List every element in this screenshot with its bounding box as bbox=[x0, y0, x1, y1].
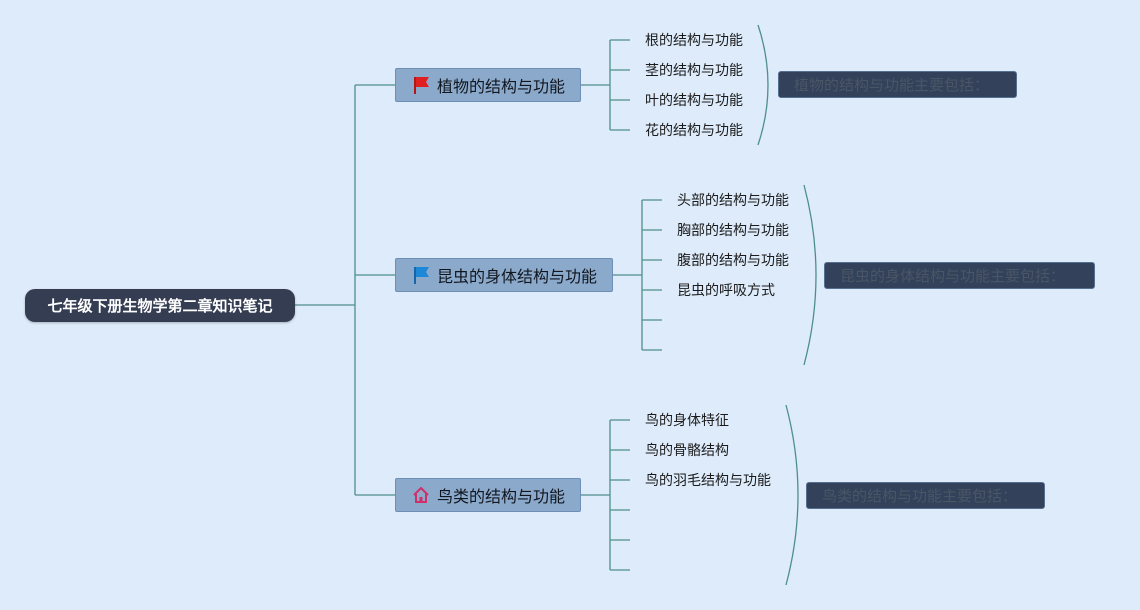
summary-plant[interactable]: 植物的结构与功能主要包括： bbox=[778, 71, 1017, 98]
leaf-bird-body-features[interactable]: 鸟的身体特征 bbox=[645, 413, 729, 429]
blue-flag-icon bbox=[411, 265, 431, 285]
brace-2 bbox=[803, 184, 817, 366]
leaf-leaf-structure[interactable]: 叶的结构与功能 bbox=[645, 93, 743, 109]
brace-1 bbox=[757, 24, 769, 146]
summary-label: 植物的结构与功能主要包括： bbox=[794, 76, 990, 94]
summary-bird[interactable]: 鸟类的结构与功能主要包括： bbox=[806, 482, 1045, 509]
leaf-bird-feathers[interactable]: 鸟的羽毛结构与功能 bbox=[645, 473, 771, 489]
home-icon bbox=[411, 485, 431, 505]
red-flag-icon bbox=[411, 75, 431, 95]
leaf-connector-2 bbox=[612, 199, 662, 351]
leaf-abdomen-structure[interactable]: 腹部的结构与功能 bbox=[677, 253, 789, 269]
branch-label: 鸟类的结构与功能 bbox=[436, 487, 565, 506]
branch-insect-structure[interactable]: 昆虫的身体结构与功能 bbox=[395, 258, 613, 292]
root-topic-label: 七年级下册生物学第二章知识笔记 bbox=[47, 297, 273, 315]
leaf-insect-respiration[interactable]: 昆虫的呼吸方式 bbox=[677, 283, 775, 299]
brace-3 bbox=[785, 404, 799, 586]
summary-label: 鸟类的结构与功能主要包括： bbox=[822, 487, 1018, 505]
summary-label: 昆虫的身体结构与功能主要包括： bbox=[840, 267, 1066, 285]
branch-bird-structure[interactable]: 鸟类的结构与功能 bbox=[395, 478, 581, 512]
leaf-connector-3 bbox=[580, 419, 630, 571]
leaf-stem-structure[interactable]: 茎的结构与功能 bbox=[645, 63, 743, 79]
leaf-root-structure[interactable]: 根的结构与功能 bbox=[645, 33, 743, 49]
leaf-connector-1 bbox=[580, 39, 630, 131]
branch-label: 昆虫的身体结构与功能 bbox=[436, 267, 597, 286]
leaf-bird-skeleton[interactable]: 鸟的骨骼结构 bbox=[645, 443, 729, 459]
branch-plant-structure[interactable]: 植物的结构与功能 bbox=[395, 68, 581, 102]
branch-label: 植物的结构与功能 bbox=[436, 77, 565, 96]
summary-insect[interactable]: 昆虫的身体结构与功能主要包括： bbox=[824, 262, 1095, 289]
leaf-head-structure[interactable]: 头部的结构与功能 bbox=[677, 193, 789, 209]
leaf-thorax-structure[interactable]: 胸部的结构与功能 bbox=[677, 223, 789, 239]
root-topic[interactable]: 七年级下册生物学第二章知识笔记 bbox=[25, 289, 295, 322]
leaf-flower-structure[interactable]: 花的结构与功能 bbox=[645, 123, 743, 139]
